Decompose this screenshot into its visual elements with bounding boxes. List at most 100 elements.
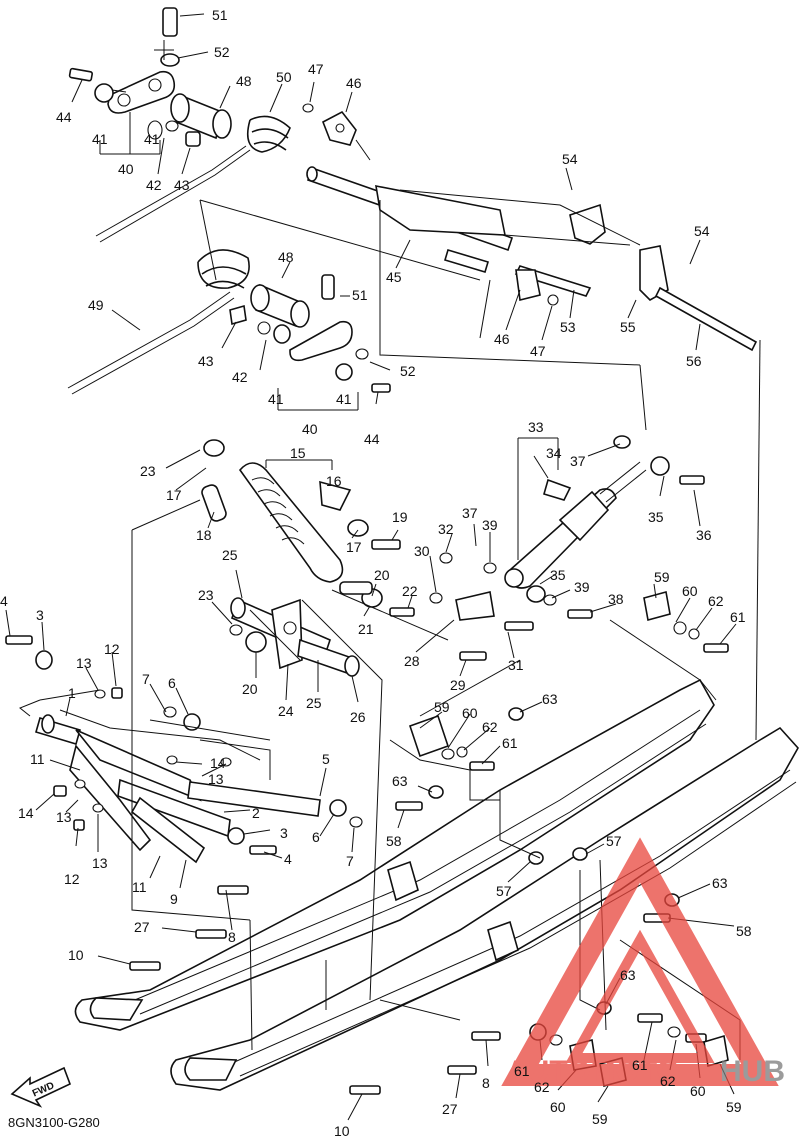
callout-29: 29	[450, 677, 466, 693]
callout-11: 11	[30, 751, 45, 767]
callout-48: 48	[278, 249, 294, 265]
callout-17: 17	[346, 539, 362, 555]
callout-52: 52	[214, 44, 230, 60]
callout-39: 39	[574, 579, 590, 595]
callout-60: 60	[462, 705, 478, 721]
callout-7: 7	[346, 853, 354, 869]
callout-49: 49	[88, 297, 104, 313]
callout-43: 43	[198, 353, 214, 369]
callout-24: 24	[278, 703, 294, 719]
guide-lines	[19, 40, 761, 1060]
callout-54: 54	[562, 151, 578, 167]
upper-torsion-spring-assembly	[68, 7, 357, 243]
callout-56: 56	[686, 353, 702, 369]
callout-32: 32	[438, 521, 454, 537]
callout-22: 22	[402, 583, 418, 599]
callout-31: 31	[508, 657, 524, 673]
callout-10: 10	[334, 1123, 350, 1137]
callout-36: 36	[696, 527, 712, 543]
callout-35: 35	[648, 509, 664, 525]
callout-44: 44	[364, 431, 380, 447]
callout-62: 62	[708, 593, 724, 609]
callout-8: 8	[228, 929, 236, 945]
callout-27: 27	[442, 1101, 458, 1117]
leader-lines	[5, 13, 737, 1121]
rear-shock-absorber	[429, 435, 705, 661]
callout-59: 59	[726, 1099, 742, 1115]
fwd-arrow: FWD	[10, 1066, 72, 1108]
callout-21: 21	[358, 621, 374, 637]
callout-63: 63	[712, 875, 728, 891]
callout-61: 61	[632, 1057, 648, 1073]
callout-61: 61	[514, 1063, 530, 1079]
callout-41: 41	[268, 391, 284, 407]
callout-25: 25	[222, 547, 238, 563]
callout-44: 44	[56, 109, 72, 125]
callout-48: 48	[236, 73, 252, 89]
callout-23: 23	[198, 587, 214, 603]
callout-61: 61	[730, 609, 746, 625]
callout-3: 3	[280, 825, 288, 841]
diagram-code: 8GN3100-G280	[8, 1115, 100, 1130]
callout-40: 40	[118, 161, 134, 177]
callout-25: 25	[306, 695, 322, 711]
callout-16: 16	[326, 473, 342, 489]
callout-4: 4	[0, 593, 8, 609]
callout-3: 3	[36, 607, 44, 623]
callout-61: 61	[502, 735, 518, 751]
callout-59: 59	[434, 699, 450, 715]
callout-1: 1	[68, 685, 76, 701]
callout-14: 14	[210, 755, 226, 771]
callout-57: 57	[606, 833, 622, 849]
callout-41: 41	[144, 131, 160, 147]
callout-39: 39	[482, 517, 498, 533]
callout-19: 19	[392, 509, 408, 525]
callout-42: 42	[232, 369, 248, 385]
callout-57: 57	[496, 883, 512, 899]
callout-50: 50	[276, 69, 292, 85]
slide-rail-right	[170, 726, 799, 1091]
callout-13: 13	[92, 855, 108, 871]
callout-27: 27	[134, 919, 150, 935]
front-shock-absorber	[201, 439, 415, 617]
callout-23: 23	[140, 463, 156, 479]
callout-60: 60	[682, 583, 698, 599]
callout-33: 33	[528, 419, 544, 435]
callout-11: 11	[132, 879, 147, 895]
watermark-triangle-outer	[501, 837, 779, 1086]
callout-26: 26	[350, 709, 366, 725]
callout-43: 43	[174, 177, 190, 193]
callout-13: 13	[208, 771, 224, 787]
callout-63: 63	[620, 967, 636, 983]
callout-34: 34	[546, 445, 562, 461]
callout-62: 62	[660, 1073, 676, 1089]
callout-6: 6	[168, 675, 176, 691]
part-drawings	[5, 7, 799, 1121]
callout-8: 8	[482, 1075, 490, 1091]
callout-52: 52	[400, 363, 416, 379]
callout-37: 37	[570, 453, 586, 469]
callout-17: 17	[166, 487, 182, 503]
callout-53: 53	[560, 319, 576, 335]
callout-63: 63	[392, 773, 408, 789]
callout-4: 4	[284, 851, 292, 867]
callout-59: 59	[654, 569, 670, 585]
callout-41: 41	[92, 131, 108, 147]
lower-torsion-spring-assembly	[67, 249, 391, 395]
watermark-triangle-inner	[565, 929, 715, 1063]
callout-10: 10	[68, 947, 84, 963]
callout-40: 40	[302, 421, 318, 437]
callout-9: 9	[170, 891, 178, 907]
callout-15: 15	[290, 445, 306, 461]
callout-35: 35	[550, 567, 566, 583]
callout-63: 63	[542, 691, 558, 707]
callout-45: 45	[386, 269, 402, 285]
callout-60: 60	[690, 1083, 706, 1099]
callout-18: 18	[196, 527, 212, 543]
callout-20: 20	[242, 681, 258, 697]
fwd-arrow-shape	[10, 1066, 72, 1108]
callout-38: 38	[608, 591, 624, 607]
callout-5: 5	[322, 751, 330, 767]
callout-37: 37	[462, 505, 478, 521]
